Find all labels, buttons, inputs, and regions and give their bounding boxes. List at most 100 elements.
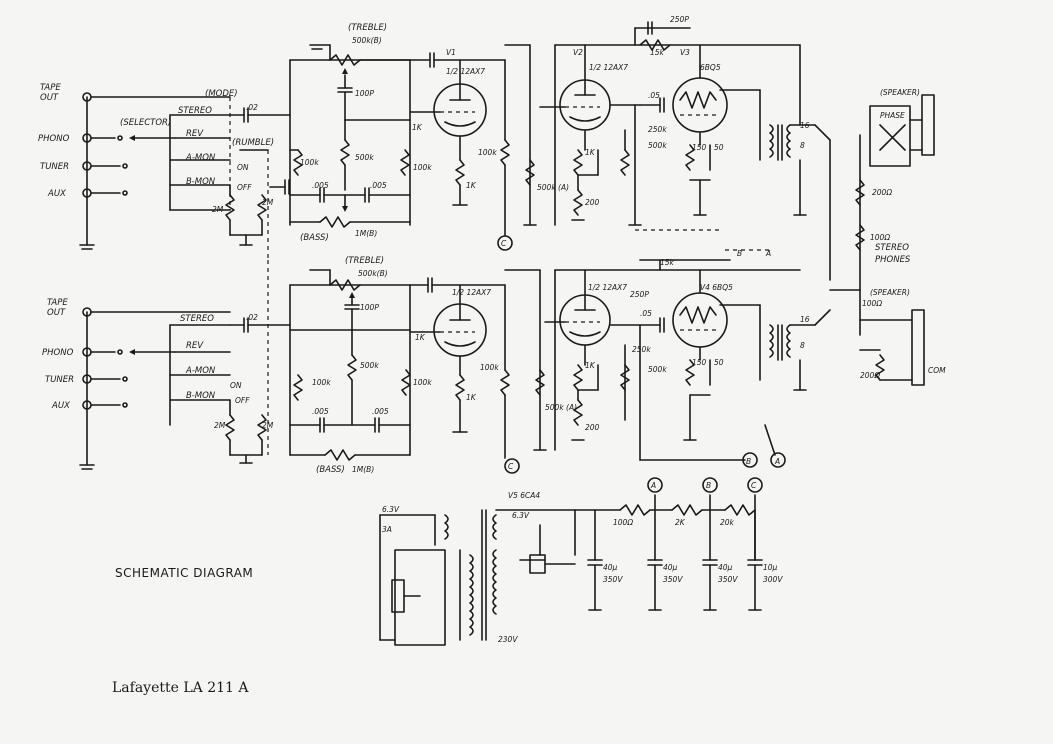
bottom-bass-label: (BASS) <box>316 465 345 475</box>
bottom-treble-label: (TREBLE) <box>345 256 384 266</box>
v5-label: V5 6CA4 <box>508 491 540 500</box>
bottom-input-jacks <box>79 307 231 470</box>
ps-r100: 100Ω <box>613 518 633 527</box>
top-r100k-left: 100k <box>300 158 319 167</box>
bottom-vol-value: 500k (A) <box>545 403 577 412</box>
ps-v350-a: 350V <box>603 575 623 584</box>
bottom-off-label: OFF <box>235 396 250 405</box>
top-c100p: 100P <box>355 89 374 98</box>
v2b-v4-stage <box>544 259 801 468</box>
v1-cathode-r: 1K <box>466 181 477 190</box>
ps-c40-a: 40μ <box>603 563 618 572</box>
ps-230v: 230V <box>498 635 518 644</box>
top-tuner-label: TUNER <box>40 162 69 172</box>
top-r1k: 1K <box>412 123 423 132</box>
bottom-c50: 50 <box>714 358 724 367</box>
bottom-treble-value: 500k(B) <box>358 269 388 278</box>
top-off-label: OFF <box>237 183 252 192</box>
top-tone-network <box>289 44 411 228</box>
top-stereo-label: STEREO <box>178 106 212 116</box>
top-tap-16: 16 <box>800 121 810 130</box>
bottom-tuner-label: TUNER <box>45 375 74 385</box>
top-c02-label: .02 <box>246 103 258 112</box>
top-bass-value: 1M(B) <box>355 229 377 238</box>
top-c005-a: .005 <box>312 181 329 190</box>
top-amon-label: A-MON <box>185 153 216 163</box>
ps-c10: 10μ <box>763 563 778 572</box>
top-r150: 150 <box>692 143 707 152</box>
bottom-tone-network <box>225 260 411 464</box>
bottom-r100ohm: 100Ω <box>862 299 882 308</box>
bottom-r2m-b: 2M <box>262 421 274 430</box>
v2-v3-stage <box>539 21 801 231</box>
bottom-r15k: 15k <box>660 258 675 267</box>
v3-label: V3 <box>680 48 690 57</box>
v1b-type: 1/2 12AX7 <box>452 288 491 297</box>
v1b-plate-r: 100k <box>480 363 499 372</box>
top-r100k-right: 100k <box>413 163 432 172</box>
com-label: COM <box>928 366 946 375</box>
top-node-c: C <box>501 239 507 248</box>
bottom-node-a: A <box>774 457 780 466</box>
bottom-node-b: B <box>746 457 751 466</box>
model-name: Lafayette LA 211 A <box>112 680 249 696</box>
top-tap-8: 8 <box>800 141 805 150</box>
v1-type: 1/2 12AX7 <box>446 67 485 76</box>
bottom-r250k: 250k <box>632 345 651 354</box>
bottom-phono-label: PHONO <box>42 348 74 358</box>
top-bmon-label: B-MON <box>186 177 216 187</box>
bottom-tap-16: 16 <box>800 315 810 324</box>
power-supply <box>379 477 763 646</box>
top-r500k-mid: 500k <box>355 153 374 162</box>
bottom-bass-value: 1M(B) <box>352 465 374 474</box>
bottom-r200ohm: 200Ω <box>860 371 880 380</box>
top-r2m-b: 2M <box>262 198 274 207</box>
bottom-c005-a: .005 <box>312 407 329 416</box>
top-r100: 100Ω <box>870 233 890 242</box>
bottom-aux-label: AUX <box>51 401 70 411</box>
ps-v300: 300V <box>763 575 783 584</box>
top-r20: 200Ω <box>872 188 892 197</box>
bottom-r150: 150 <box>692 358 707 367</box>
top-r2m-a: 2M <box>212 205 224 214</box>
v2b-type: 1/2 12AX7 <box>588 283 627 292</box>
bottom-c100p: 100P <box>360 303 379 312</box>
ps-node-a: A <box>650 481 656 490</box>
selector-label: (SELECTOR) <box>120 118 171 128</box>
ps-v350-b: 350V <box>663 575 683 584</box>
bottom-output-transformer <box>725 249 925 468</box>
top-speaker-label: (SPEAKER) <box>880 88 920 97</box>
bottom-node-c: C <box>508 462 514 471</box>
top-output-transformer <box>769 44 935 291</box>
bottom-c005-b: .005 <box>372 407 389 416</box>
ps-63v: 6.3V <box>382 505 400 514</box>
top-c005-b: .005 <box>370 181 387 190</box>
phase-label: PHASE <box>880 111 905 120</box>
top-vol-value: 500k (A) <box>537 183 569 192</box>
v1-label: V1 <box>446 48 456 57</box>
top-treble-label: (TREBLE) <box>348 23 387 33</box>
top-on-label: ON <box>237 163 249 172</box>
top-c50: 50 <box>714 143 724 152</box>
bottom-c05: .05 <box>640 309 652 318</box>
bottom-r100k-right: 100k <box>413 378 432 387</box>
top-v2-rk: 1K <box>585 148 596 157</box>
top-r15k: 15k <box>650 48 665 57</box>
ps-c40-b: 40μ <box>663 563 678 572</box>
top-aux-label: AUX <box>47 189 66 199</box>
bottom-v2-rk: 1K <box>585 361 596 370</box>
top-c05: .05 <box>648 91 660 100</box>
top-rumble-filter <box>225 107 291 260</box>
v2-type: 1/2 12AX7 <box>589 63 628 72</box>
ps-node-c: C <box>751 481 757 490</box>
ps-r20k: 20k <box>720 518 735 527</box>
v1-tube <box>409 44 537 251</box>
top-mode-switch <box>169 97 231 211</box>
mode-label: (MODE) <box>205 89 238 99</box>
top-r250k: 250k <box>648 125 667 134</box>
top-phono-label: PHONO <box>38 134 70 144</box>
